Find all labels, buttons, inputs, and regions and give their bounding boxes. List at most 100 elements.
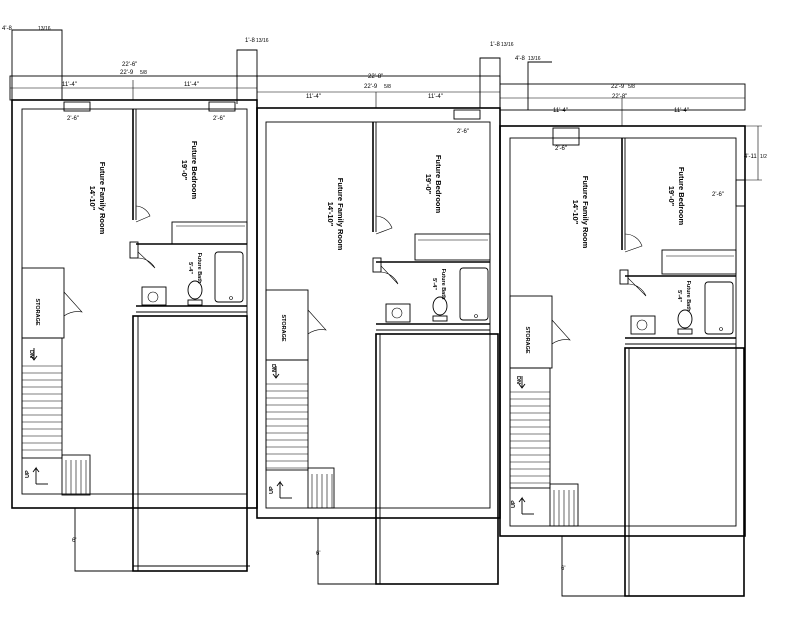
dim-side-frac: 1/2 bbox=[760, 154, 767, 160]
toilet-icon bbox=[677, 309, 693, 329]
dim-top-right: 1'-8 bbox=[245, 38, 255, 44]
window-dim: 2'-6" bbox=[67, 116, 79, 122]
sink-icon bbox=[141, 286, 167, 306]
window bbox=[552, 127, 580, 146]
stair-dn: DN bbox=[515, 376, 521, 384]
room-name: Future Bath bbox=[440, 269, 446, 301]
storage-closet bbox=[21, 267, 65, 339]
exterior-wall bbox=[11, 99, 258, 509]
closet bbox=[414, 233, 491, 261]
dim-half-right: 11'-4" bbox=[674, 108, 689, 114]
room-name: Future Family Room bbox=[336, 178, 345, 251]
closet bbox=[661, 249, 737, 275]
dim-top-right-frac: 13/16 bbox=[256, 38, 269, 44]
dim-bottom: 6' bbox=[316, 551, 320, 557]
window bbox=[208, 101, 236, 112]
dim-overall: 22'-6" bbox=[122, 62, 137, 68]
dimension-strip bbox=[499, 83, 746, 111]
exterior-wall bbox=[499, 125, 746, 537]
room-dim: 14'-10" bbox=[571, 200, 580, 225]
stair bbox=[265, 359, 309, 471]
window bbox=[453, 109, 481, 120]
window bbox=[735, 179, 746, 207]
garage-area bbox=[132, 315, 248, 572]
dim-half-left: 11'-4" bbox=[62, 82, 77, 88]
dim-overall-sub: 22'-9 bbox=[364, 84, 378, 90]
garage-area bbox=[624, 347, 745, 597]
dim-overall-frac: 5/8 bbox=[628, 84, 635, 90]
bathtub-icon bbox=[459, 267, 489, 321]
room-name: Future Family Room bbox=[98, 162, 107, 235]
stair-landing bbox=[307, 467, 335, 509]
unit-2 bbox=[256, 57, 501, 585]
toilet-icon bbox=[432, 296, 448, 316]
stair-dn: DN bbox=[270, 364, 276, 372]
storage-label: STORAGE bbox=[280, 314, 286, 341]
stair bbox=[21, 337, 63, 459]
dim-overall-sub: 22'-8" bbox=[612, 94, 627, 100]
room-name: Future Bath bbox=[196, 253, 202, 285]
room-dim: 5'-4" bbox=[431, 278, 437, 290]
closet bbox=[171, 221, 248, 245]
window bbox=[63, 101, 91, 112]
dim-half-left: 11'-4" bbox=[306, 94, 321, 100]
toilet-icon bbox=[187, 280, 203, 300]
sink-icon bbox=[385, 303, 411, 323]
stair bbox=[509, 367, 551, 489]
room-dim: 14'-10" bbox=[88, 186, 97, 211]
room-name: Future Bedroom bbox=[677, 167, 686, 226]
storage-label: STORAGE bbox=[34, 298, 40, 325]
dim-overall-frac: 5/8 bbox=[384, 84, 391, 90]
stair-up: UP bbox=[511, 500, 517, 508]
window-dim: 2'-6" bbox=[555, 146, 567, 152]
exterior-wall bbox=[256, 107, 501, 519]
dim-half-right: 11'-4" bbox=[428, 94, 443, 100]
top-offset-right bbox=[479, 57, 501, 108]
room-dim: 19'-0" bbox=[180, 160, 189, 181]
storage-closet bbox=[509, 295, 553, 369]
bath-door-jamb bbox=[129, 241, 139, 259]
dim-top-left: 4'-8 bbox=[2, 26, 12, 32]
dim-half-right: 11'-4" bbox=[184, 82, 199, 88]
unit-1 bbox=[9, 29, 258, 572]
room-dim: 19'-0" bbox=[667, 186, 676, 207]
dim-top-right: 1'-8 bbox=[490, 42, 500, 48]
room-name: Future Bath bbox=[685, 281, 691, 313]
dim-bottom: 6' bbox=[72, 538, 76, 544]
stair-landing bbox=[61, 454, 91, 496]
stair-up: UP bbox=[25, 470, 31, 478]
dim-top-right-frac: 13/16 bbox=[501, 42, 514, 48]
top-offset-left bbox=[527, 61, 552, 110]
dim-top-left: 4'-8 bbox=[515, 56, 525, 62]
window-dim: 2'-6" bbox=[457, 129, 469, 135]
door-swing bbox=[135, 205, 151, 223]
room-name: Future Family Room bbox=[581, 176, 590, 249]
dim-side: 4'-11 bbox=[744, 154, 757, 160]
door-swing bbox=[63, 291, 83, 317]
top-offset-right bbox=[236, 49, 258, 104]
dim-top-left-frac: 13/16 bbox=[528, 56, 541, 62]
bathtub-icon bbox=[214, 251, 244, 303]
garage-area bbox=[375, 333, 499, 585]
room-dim: 19'-0" bbox=[424, 174, 433, 195]
interior-wall bbox=[265, 121, 491, 509]
dim-overall-frac: 5/8 bbox=[140, 70, 147, 76]
dim-bottom: 6' bbox=[561, 566, 565, 572]
interior-wall bbox=[509, 137, 737, 527]
room-dim: 5'-4" bbox=[676, 290, 682, 302]
dim-overall: 22'-9 bbox=[611, 84, 625, 90]
room-name: Future Bedroom bbox=[434, 155, 443, 214]
window-dim: 2'-6" bbox=[712, 192, 724, 198]
top-offset-left bbox=[11, 29, 63, 100]
sink-icon bbox=[630, 315, 656, 335]
unit-3 bbox=[499, 61, 762, 597]
storage-label: STORAGE bbox=[524, 326, 530, 353]
dim-overall: 22'-8" bbox=[368, 74, 383, 80]
bathtub-icon bbox=[704, 281, 734, 335]
dim-overall-sub: 22'-9 bbox=[120, 70, 134, 76]
room-dim: 14'-10" bbox=[326, 202, 335, 227]
stair-dn: DN bbox=[28, 350, 34, 358]
stair-up: UP bbox=[269, 486, 275, 494]
room-dim: 5'-4" bbox=[187, 262, 193, 274]
